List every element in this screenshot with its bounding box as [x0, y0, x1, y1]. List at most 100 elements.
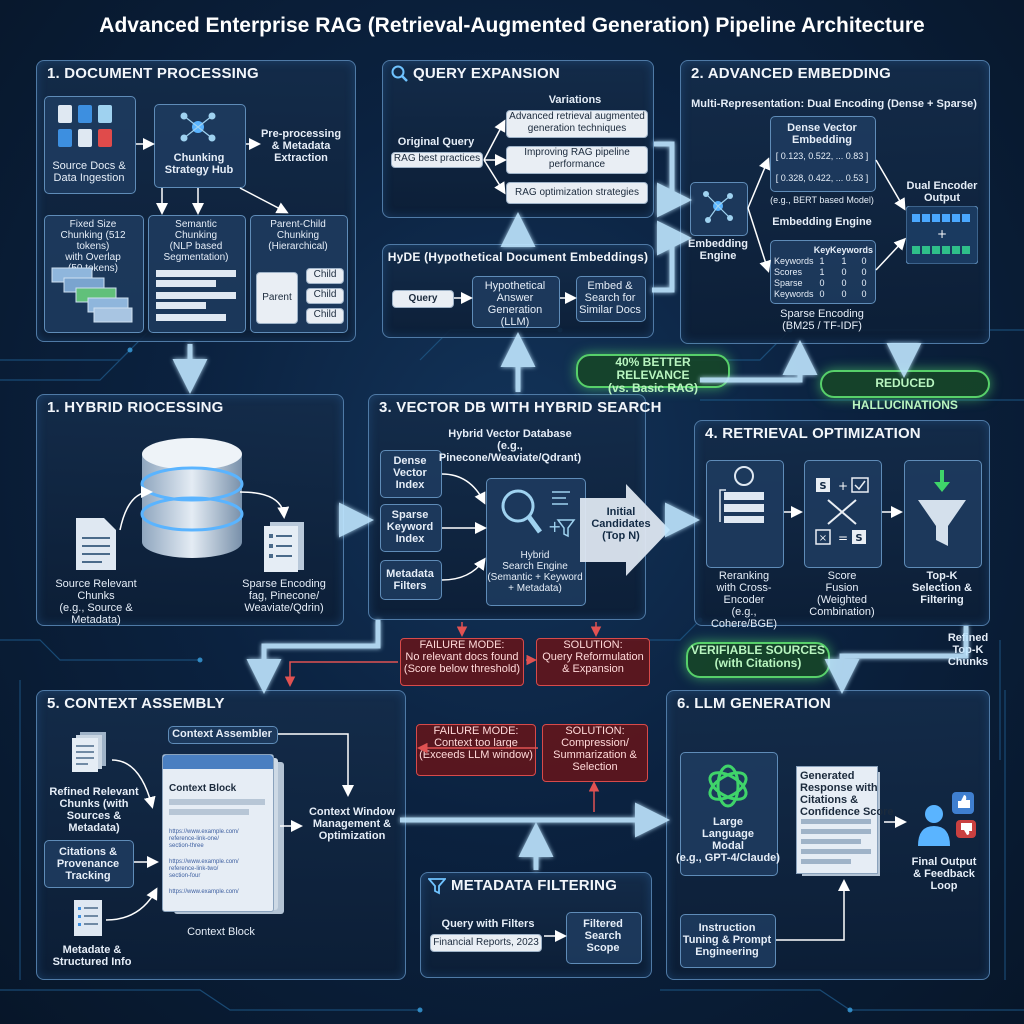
- sparse-cell: 0: [819, 289, 825, 299]
- search-icon: [391, 65, 408, 82]
- hyde-query: Query: [392, 290, 454, 308]
- context-block: Context Block https://www.example.com/ r…: [162, 754, 274, 912]
- failure-mode-context-large: FAILURE MODE: Context too large (Exceeds…: [416, 724, 536, 776]
- reference-link: https://www.example.com/ reference-link-…: [169, 829, 239, 849]
- failure-mode-text: FAILURE MODE: No relevant docs found (Sc…: [403, 639, 521, 675]
- metadata-filters-label: Metadata Filters: [386, 568, 434, 592]
- sparse-cell: 0: [861, 289, 867, 299]
- embedding-engine-center-label: Embedding Engine: [772, 216, 872, 228]
- text-line: [801, 829, 871, 834]
- child-chunk: Child: [306, 288, 344, 304]
- page-title: Advanced Enterprise RAG (Retrieval-Augme…: [99, 14, 925, 37]
- variations-label: Variations: [548, 94, 602, 106]
- sparse-table-box: [770, 240, 876, 304]
- sparse-cell: 1: [819, 256, 825, 266]
- hypothetical-answer-label: Hypothetical Answer Generation (LLM): [484, 280, 546, 328]
- svg-text:S: S: [855, 533, 862, 544]
- dual-vector-icon: +: [906, 206, 978, 264]
- context-block-header: Context Block: [169, 783, 237, 794]
- panel-title: 3. VECTOR DB WITH HYBRID SEARCH: [379, 399, 662, 416]
- panel-title: 1. DOCUMENT PROCESSING: [47, 65, 259, 82]
- candidates-arrow-icon: [580, 484, 670, 576]
- source-chunks-label: Source Relevant Chunks (e.g., Source & M…: [55, 578, 137, 626]
- sparse-index-label: Sparse Keyword Index: [386, 509, 434, 545]
- query-filters-label: Query with Filters: [441, 918, 535, 930]
- failure-mode-text: FAILURE MODE: Context too large (Exceeds…: [419, 725, 533, 761]
- sparse-index-box: [380, 504, 442, 552]
- svg-text:×: ×: [819, 533, 827, 544]
- dense-vector-title: Dense Vector Embedding: [787, 122, 857, 146]
- funnel-icon: [918, 470, 966, 546]
- svg-text:+: +: [937, 227, 947, 241]
- embed-search-box: [576, 276, 646, 322]
- callout-verifiable-sources: VERIFIABLE SOURCES (with Citations): [686, 642, 830, 678]
- dual-encoder-label: Dual Encoder Output: [906, 180, 978, 204]
- chunking-hub-label: Chunking Strategy Hub: [164, 152, 234, 176]
- sparse-encoding-label: Sparse Encoding (BM25 / TF-IDF): [780, 308, 864, 332]
- dense-vector-box: [770, 116, 876, 192]
- document-list-icon: [264, 522, 304, 572]
- dense-index-box: [380, 450, 442, 498]
- panel-title: 1. HYBRID RIOCESSING: [47, 399, 224, 416]
- sparse-cell: 0: [841, 278, 847, 288]
- filtered-scope-box: [566, 912, 642, 964]
- dense-vector-2: [ 0.328, 0.422, ... 0.53 ]: [775, 173, 869, 183]
- sparse-cell: 0: [861, 278, 867, 288]
- variation-item: RAG optimization strategies: [506, 182, 648, 204]
- embed-search-label: Embed & Search for Similar Docs: [579, 280, 641, 316]
- llm-box: [680, 752, 778, 876]
- variation-item: Improving RAG pipeline performance: [506, 146, 648, 174]
- svg-text:S: S: [819, 481, 826, 492]
- network-icon: [703, 191, 733, 223]
- network-hub-icon: [180, 112, 216, 142]
- llm-logo-icon: [708, 764, 748, 808]
- context-assembler-label: Context Assembler: [172, 728, 272, 740]
- llm-label: Large Language Modal (e.g., GPT-4/Claude…: [676, 816, 780, 864]
- parent-chunk: Parent: [256, 272, 298, 324]
- panel-title: 4. RETRIEVAL OPTIMIZATION: [705, 425, 921, 442]
- svg-text:=: =: [838, 531, 848, 545]
- panel-title: 5. CONTEXT ASSEMBLY: [47, 695, 225, 712]
- sparse-row-label: Scores: [774, 267, 803, 277]
- preprocessing-label: Pre-processing & Metadata Extraction: [260, 128, 342, 164]
- failure-mode-no-docs: FAILURE MODE: No relevant docs found (Sc…: [400, 638, 524, 686]
- source-docs-label: Source Docs & Data Ingestion: [52, 160, 126, 184]
- chunk-stack-icon: [51, 267, 133, 323]
- solution-text: SOLUTION: Query Reformulation & Expansio…: [542, 639, 644, 675]
- citations-label: Citations & Provenance Tracking: [56, 846, 120, 882]
- documents-icon: [58, 105, 112, 147]
- metadata-filters-box: [380, 560, 442, 600]
- sparse-cell: 0: [861, 267, 867, 277]
- sparse-cell: 0: [861, 256, 867, 266]
- sparse-row-label: Keywords: [774, 256, 814, 266]
- variation-item: Advanced retrieval augmented generation …: [506, 110, 648, 138]
- solution-text: SOLUTION: Compression/ Summarization & S…: [553, 725, 637, 773]
- callout-better-relevance: 40% BETTER RELEVANCE (vs. Basic RAG): [576, 354, 730, 395]
- child-chunk: Child: [306, 308, 344, 324]
- solution-query-reformulation: SOLUTION: Query Reformulation & Expansio…: [536, 638, 650, 686]
- final-output-label: Final Output & Feedback Loop: [911, 856, 977, 892]
- chunking-hub-box: [154, 104, 246, 188]
- sparse-header-keywords: Keywords: [830, 245, 874, 255]
- instruction-tuning-box: [680, 914, 776, 968]
- reranking-icon: [719, 466, 764, 523]
- topk-label: Top-K Selection & Filtering: [912, 570, 972, 606]
- database-icon: [140, 438, 244, 558]
- embedding-subtitle: Multi-Representation: Dual Encoding (Den…: [691, 98, 977, 110]
- score-fusion-label: Score Fusion (Weighted Combination): [809, 570, 875, 618]
- vector-db-subtitle: Hybrid Vector Database (e.g., Pinecone/W…: [438, 428, 582, 464]
- text-line: [169, 809, 249, 815]
- panel-title: 6. LLM GENERATION: [677, 695, 831, 712]
- initial-candidates-label: Initial Candidates (Top N): [591, 506, 651, 542]
- sparse-cell: 1: [841, 256, 847, 266]
- text-lines-icon: [156, 270, 236, 321]
- dense-model-label: (e.g., BERT based Model): [770, 195, 874, 205]
- refined-chunks-label: Refined Top-K Chunks: [947, 632, 989, 668]
- text-line: [801, 859, 851, 864]
- sparse-cell: 0: [819, 278, 825, 288]
- semantic-chunking-label: Semantic Chunking (NLP based Segmentatio…: [163, 219, 229, 263]
- sparse-row-label: Keywords: [774, 289, 814, 299]
- sparse-header-key: Key: [813, 245, 831, 255]
- panel-title: HyDE (Hypothetical Document Embeddings): [387, 250, 649, 264]
- text-line: [801, 819, 871, 824]
